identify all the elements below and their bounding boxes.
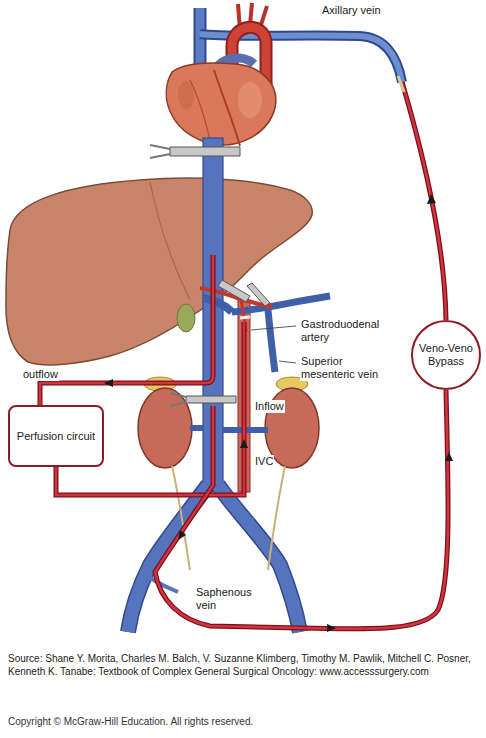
node-text: Veno-Veno Bypass xyxy=(417,342,475,368)
copyright-note: Copyright © McGraw-Hill Education. All r… xyxy=(8,716,478,728)
vessel-label: Axillary vein xyxy=(322,4,381,17)
flow-arrow xyxy=(178,530,186,540)
bypass-catheter xyxy=(155,76,448,629)
bypass-catheter xyxy=(398,76,404,92)
portal-structures xyxy=(247,283,270,306)
pump-circle: Veno-Veno Bypass xyxy=(411,320,481,390)
vascular-clamp xyxy=(186,396,236,403)
heart xyxy=(166,63,276,146)
heart xyxy=(238,82,262,118)
portal-structures xyxy=(203,298,232,312)
vessel-label: Saphenous vein xyxy=(196,586,254,612)
kidneys xyxy=(190,425,204,431)
flow-arrow xyxy=(427,194,436,204)
bypass-catheter xyxy=(155,390,448,629)
vessel-label: IVC xyxy=(254,455,274,468)
great-vessels xyxy=(196,8,205,72)
vascular-clamp xyxy=(170,147,240,156)
flow-arrow xyxy=(240,439,248,448)
portal-structures xyxy=(240,317,250,318)
inferior-vena-cava xyxy=(150,578,178,592)
node-text: Perfusion circuit xyxy=(17,430,95,443)
flow-arrow xyxy=(445,452,453,461)
flow-label: Inflow xyxy=(254,400,285,413)
portal-structures xyxy=(268,310,275,372)
process-box: Perfusion circuit xyxy=(8,405,104,467)
box-label: Perfusion circuit xyxy=(17,430,95,443)
vascular-clamp xyxy=(150,145,240,406)
flow-arrow xyxy=(327,624,336,632)
liver xyxy=(150,182,190,300)
flow-label: outflow xyxy=(22,368,59,381)
inferior-vena-cava xyxy=(218,485,300,632)
vascular-clamp xyxy=(150,145,170,158)
vascular-clamp xyxy=(170,393,186,406)
great-vessels xyxy=(194,8,207,72)
bypass-catheter xyxy=(155,390,448,629)
liver xyxy=(6,178,312,365)
flow-arrow xyxy=(104,194,453,632)
leader-line xyxy=(279,361,296,363)
flow-arrow xyxy=(104,379,113,387)
pump-label: Veno-Veno Bypass xyxy=(417,342,475,368)
bypass-catheter xyxy=(402,82,446,320)
heart xyxy=(214,70,240,146)
heart xyxy=(166,63,276,145)
kidneys xyxy=(138,388,192,468)
kidneys xyxy=(268,466,285,570)
perfusion-catheter xyxy=(40,255,213,405)
liver xyxy=(177,304,195,332)
portal-structures xyxy=(218,280,250,302)
bypass-catheter xyxy=(402,82,446,320)
vessel-label: Gastroduodenal artery xyxy=(300,318,394,344)
kidneys xyxy=(172,466,190,570)
vessel-label: Superior mesenteric vein xyxy=(300,355,386,381)
heart xyxy=(178,81,194,109)
leader-line xyxy=(251,326,296,363)
kidneys xyxy=(138,377,319,570)
inferior-vena-cava xyxy=(218,485,300,632)
leader-line xyxy=(251,326,296,330)
liver xyxy=(6,178,312,365)
perfusion-catheter xyxy=(40,255,213,405)
source-caption: Source: Shane Y. Morita, Charles M. Balc… xyxy=(8,652,478,678)
